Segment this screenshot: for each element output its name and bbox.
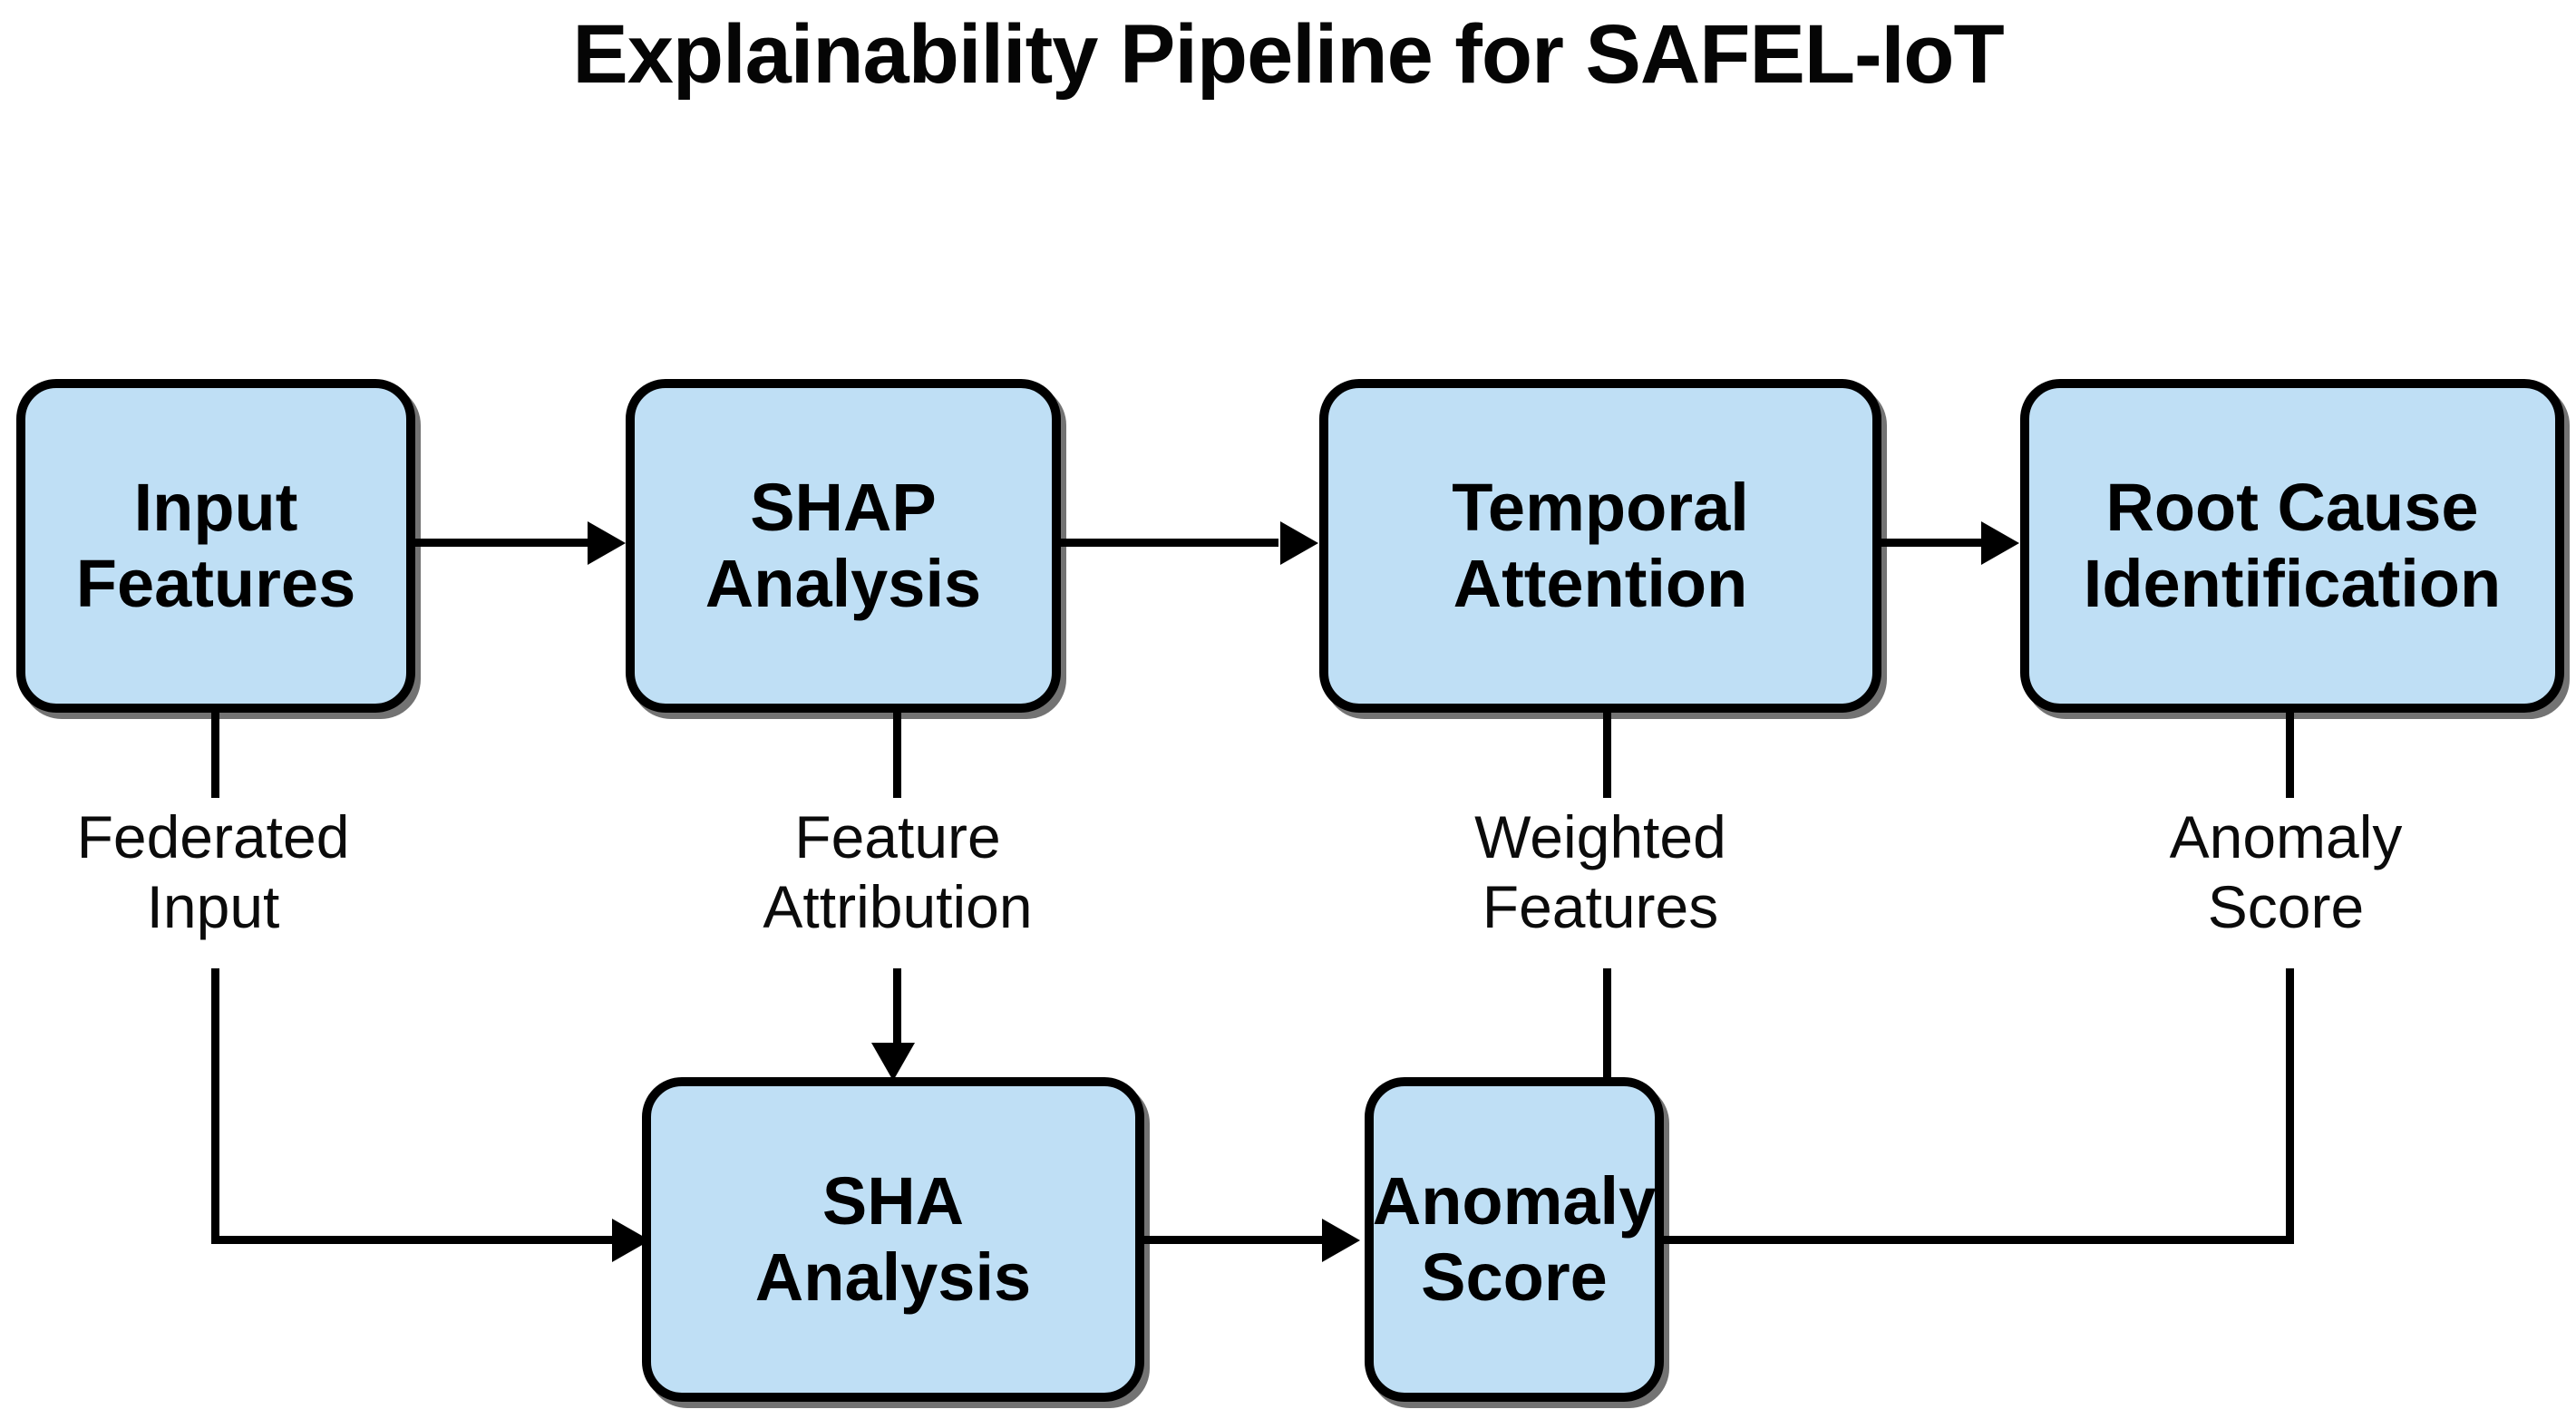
node-sha-analysis[interactable]: SHA Analysis	[642, 1077, 1144, 1402]
node-input-features[interactable]: Input Features	[16, 379, 415, 713]
connector-federated-input-horizontal	[211, 1236, 621, 1244]
connector-feature-attribution-vertical	[893, 968, 901, 1052]
node-shap-analysis-label: SHAP Analysis	[705, 469, 982, 621]
connector-sha-to-anomaly	[1144, 1236, 1326, 1244]
node-root-cause-identification[interactable]: Root Cause Identification	[2020, 379, 2564, 713]
connector-federated-input-vertical	[211, 968, 219, 1240]
page-title: Explainability Pipeline for SAFEL-IoT	[572, 8, 2004, 101]
connector-anomaly-score-horizontal	[1664, 1236, 2294, 1244]
edge-label-anomaly-score: Anomaly Score	[2169, 803, 2403, 940]
node-temporal-attention-label: Temporal Attention	[1452, 469, 1749, 621]
node-temporal-attention[interactable]: Temporal Attention	[1319, 379, 1881, 713]
connector-temporal-to-rootcause	[1881, 539, 1981, 547]
connector-anomaly-score-vertical	[2286, 968, 2294, 1240]
arrowhead-sha-to-anomaly	[1322, 1219, 1360, 1262]
connector-temporal-down	[1603, 713, 1611, 798]
node-anomaly-score-label: Anomaly Score	[1372, 1162, 1657, 1315]
edge-label-weighted-features: Weighted Features	[1474, 803, 1726, 940]
node-sha-analysis-label: SHA Analysis	[754, 1162, 1032, 1315]
arrowhead-temporal-to-rootcause	[1981, 521, 2019, 565]
edge-label-feature-attribution: Feature Attribution	[763, 803, 1033, 940]
connector-shap-down	[893, 713, 901, 798]
node-input-features-label: Input Features	[75, 469, 356, 621]
arrowhead-input-to-shap	[588, 521, 626, 565]
edge-label-federated-input: Federated Input	[76, 803, 350, 940]
arrowhead-feature-attribution-to-sha	[871, 1043, 915, 1081]
connector-input-to-shap	[415, 539, 593, 547]
connector-input-features-down	[211, 713, 219, 798]
connector-rootcause-down	[2286, 713, 2294, 798]
node-root-cause-identification-label: Root Cause Identification	[2083, 469, 2502, 621]
arrowhead-shap-to-temporal	[1280, 521, 1318, 565]
node-shap-analysis[interactable]: SHAP Analysis	[626, 379, 1061, 713]
connector-weighted-features-vertical	[1603, 968, 1611, 1079]
node-anomaly-score[interactable]: Anomaly Score	[1365, 1077, 1664, 1402]
connector-shap-to-temporal	[1061, 539, 1278, 547]
